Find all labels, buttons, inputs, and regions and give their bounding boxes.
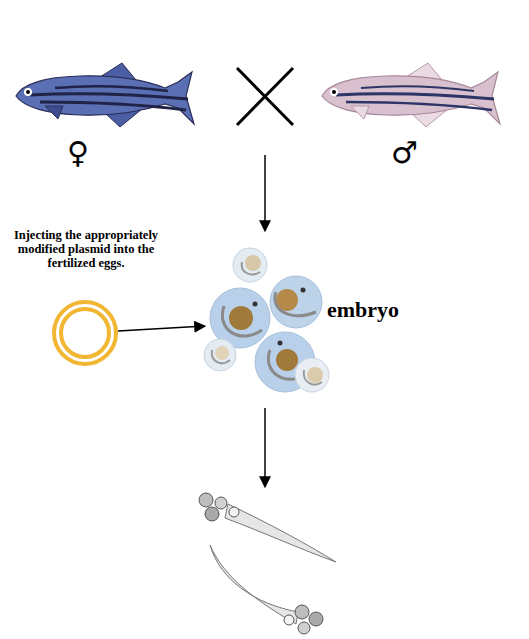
embryo-eye [278,341,283,346]
cross-mark [237,68,293,125]
embryo-body [212,350,230,363]
larva-yolk [229,507,239,517]
larva-yolk [284,615,294,625]
larva [210,545,323,634]
larva-body [210,545,298,624]
plasmid: Injecting the appropriately modified pla… [52,300,118,366]
node-label: Injecting the appropriately modified pla… [2,228,170,270]
stripe [361,86,474,91]
embryo-eye [301,288,306,293]
embryo-body [304,370,322,385]
flow-arrow [118,326,205,331]
embryo-cluster [204,248,329,392]
stripe [30,94,188,99]
egg [295,358,329,392]
fish-body [16,72,194,124]
embryo-body [242,262,260,274]
embryo-body [275,292,316,316]
yolk [276,349,298,371]
stripe [55,86,168,91]
plasmid-ring [61,309,109,357]
yolk [245,255,261,271]
male-fish [322,63,500,127]
embryo-eye [253,302,258,307]
larva-head [298,622,310,634]
larva-body [225,504,336,562]
node-label: ♀ [67,136,107,170]
egg [204,339,236,371]
stripe [336,94,494,99]
fish-body [322,72,500,124]
female-fish [16,63,194,127]
pectoral-fin [45,106,63,119]
larva-head [199,493,213,507]
node-label: ♂ [391,136,431,170]
flow-arrow [264,408,266,487]
yolk [229,306,253,330]
male-parent: ♂ [325,60,515,165]
fish-eye [24,88,32,96]
plasmid-ring [54,302,116,364]
node-label: embryo [327,297,417,323]
embryo-body [222,306,262,336]
yolk [215,346,229,360]
egg [270,276,322,328]
flow-arrow [264,155,266,231]
larva-head [309,612,323,626]
larva [199,493,336,562]
yolk [307,367,323,383]
cross-mark [237,68,293,125]
larva-head [295,605,309,619]
embryo-group: embryo [205,245,330,400]
egg [233,248,267,282]
larva-head [205,507,219,521]
fish-pupil [332,90,336,94]
larva-head [215,497,227,509]
pectoral-fin [351,106,369,119]
female-parent: ♀ [15,60,195,165]
fish-eye [330,88,338,96]
fish-pupil [26,90,30,94]
